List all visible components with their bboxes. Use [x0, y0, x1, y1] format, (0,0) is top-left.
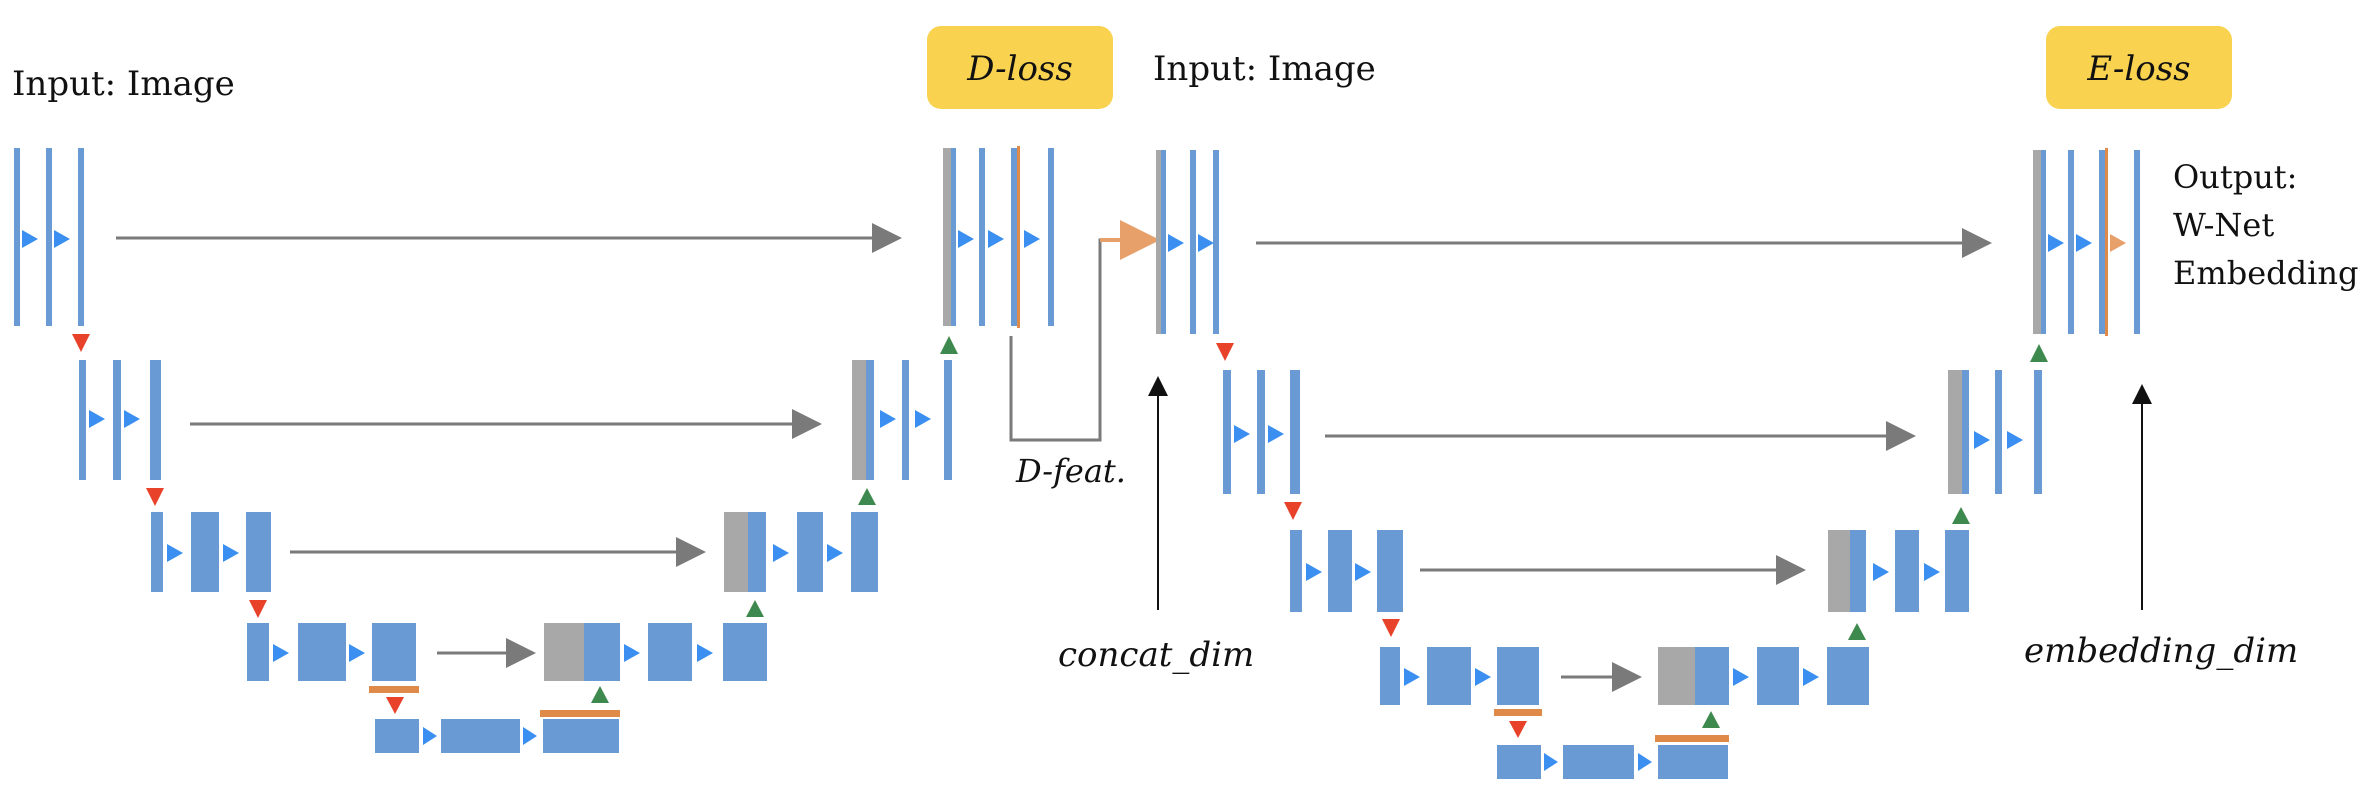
left-enc-level4 [247, 623, 416, 681]
right-up-arrow-4 [2030, 344, 2048, 362]
d-loss-label: D-loss [966, 49, 1073, 89]
left-enc-level3 [151, 512, 271, 592]
left-enc-level1 [14, 148, 84, 326]
right-down-arrow-2 [1284, 502, 1302, 520]
dfeat-connector [1009, 238, 1110, 442]
output-label-line-1: Output: [2173, 158, 2297, 196]
left-up-arrow-2 [746, 600, 764, 617]
right-enc-level1 [1156, 150, 1219, 334]
right-up-arrow-1 [1702, 711, 1720, 728]
left-enc-level2 [79, 360, 161, 480]
right-dec-level3 [1828, 530, 1969, 612]
left-down-arrow-4 [386, 697, 404, 714]
left-dec-level4 [544, 623, 767, 681]
left-down-arrow-1 [72, 334, 90, 352]
right-bottleneck [1497, 745, 1728, 779]
right-dec-level2 [1948, 370, 2042, 494]
left-orange-bar-bottom-enc [369, 686, 419, 693]
left-up-arrow-3 [858, 488, 876, 505]
right-orange-bar-bottleneck [1655, 735, 1729, 742]
left-up-arrow-4 [940, 336, 958, 354]
right-up-arrow-3 [1952, 507, 1970, 524]
right-dec-level1 [2033, 148, 2140, 336]
left-dec-level3 [724, 512, 878, 592]
right-dec-level4 [1658, 647, 1869, 705]
right-enc-level3 [1290, 530, 1403, 612]
right-orange-bar-bottom-enc [1494, 709, 1542, 716]
d-feat-label: D-feat. [1015, 452, 1126, 490]
right-down-arrow-3 [1382, 619, 1400, 637]
right-down-arrow-1 [1216, 343, 1234, 361]
output-label-line-2: W-Net [2173, 206, 2274, 244]
e-loss-box [2046, 26, 2232, 109]
right-enc-level2 [1223, 370, 1300, 494]
right-unet [1148, 148, 2152, 779]
concat-dim-label: concat_dim [1058, 635, 1254, 675]
left-down-arrow-3 [249, 600, 267, 618]
left-down-arrow-2 [146, 488, 164, 506]
d-loss-box [927, 26, 1113, 109]
left-input-label: Input: Image [12, 64, 235, 104]
right-up-arrow-2 [1848, 623, 1866, 640]
left-bottleneck [375, 719, 619, 753]
embedding-dim-label: embedding_dim [2024, 631, 2298, 671]
right-input-label: Input: Image [1153, 49, 1376, 89]
left-dec-level1 [943, 146, 1054, 328]
left-dec-level2 [852, 360, 952, 480]
left-orange-bar-bottleneck [540, 710, 620, 717]
output-label-line-3: Embedding [2173, 254, 2358, 292]
left-up-arrow-1 [591, 686, 609, 703]
left-unet [14, 146, 1160, 753]
right-enc-level4 [1380, 647, 1539, 705]
e-loss-label: E-loss [2086, 49, 2190, 89]
right-down-arrow-4 [1509, 721, 1527, 738]
